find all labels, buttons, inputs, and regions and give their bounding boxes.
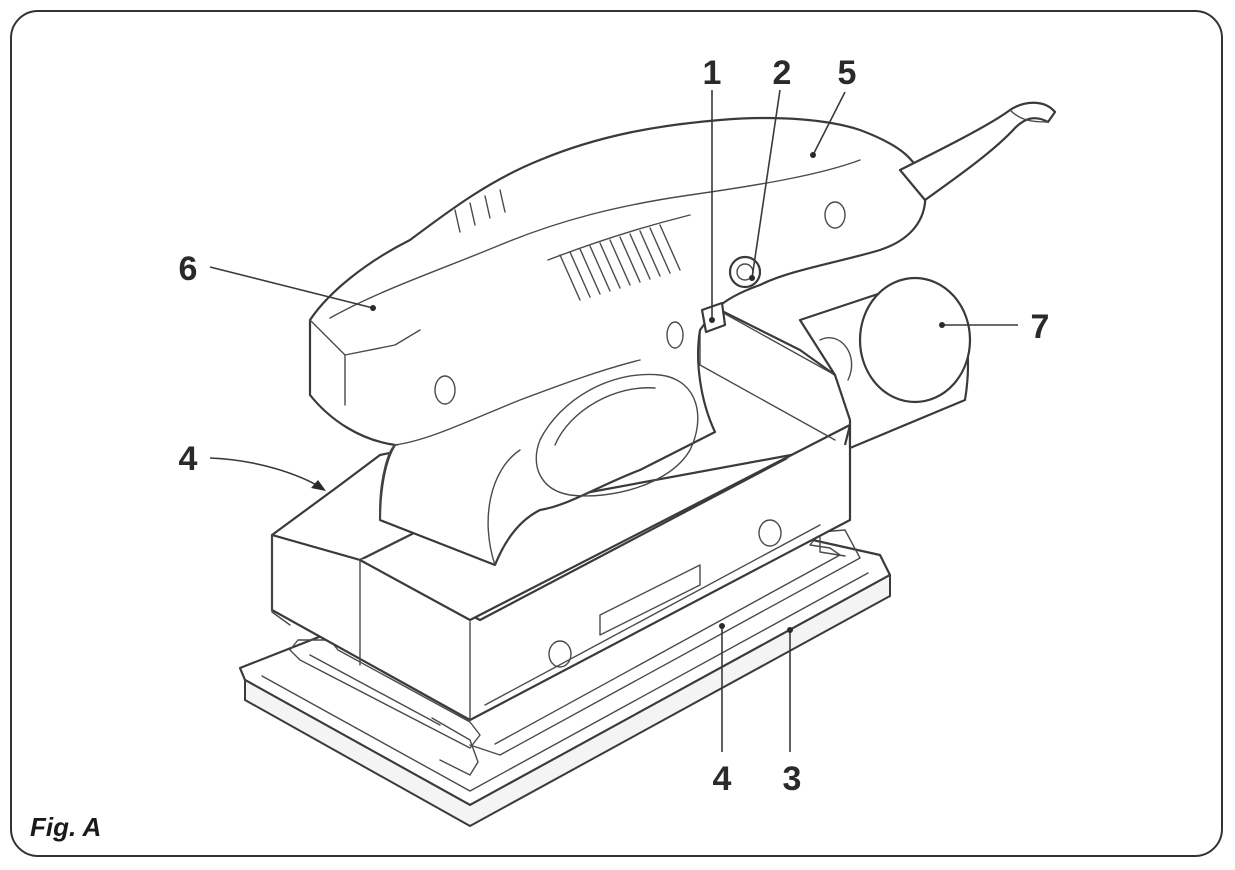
figure-caption: Fig. A <box>30 812 102 842</box>
callout-4-bottom: 4 <box>713 760 732 798</box>
handle-body <box>308 116 927 567</box>
callout-3: 3 <box>783 760 802 798</box>
callout-1: 1 <box>703 54 722 92</box>
leader-lines <box>209 89 1018 752</box>
callout-6: 6 <box>179 250 198 288</box>
callout-labels: 1 2 5 6 7 4 4 3 <box>179 54 1050 798</box>
callout-4-left: 4 <box>179 440 198 478</box>
dust-bag <box>798 276 972 450</box>
lock-button <box>728 255 762 289</box>
callout-5: 5 <box>838 54 857 92</box>
power-cord <box>898 101 1057 202</box>
callout-2: 2 <box>773 54 792 92</box>
callout-7: 7 <box>1031 308 1050 346</box>
